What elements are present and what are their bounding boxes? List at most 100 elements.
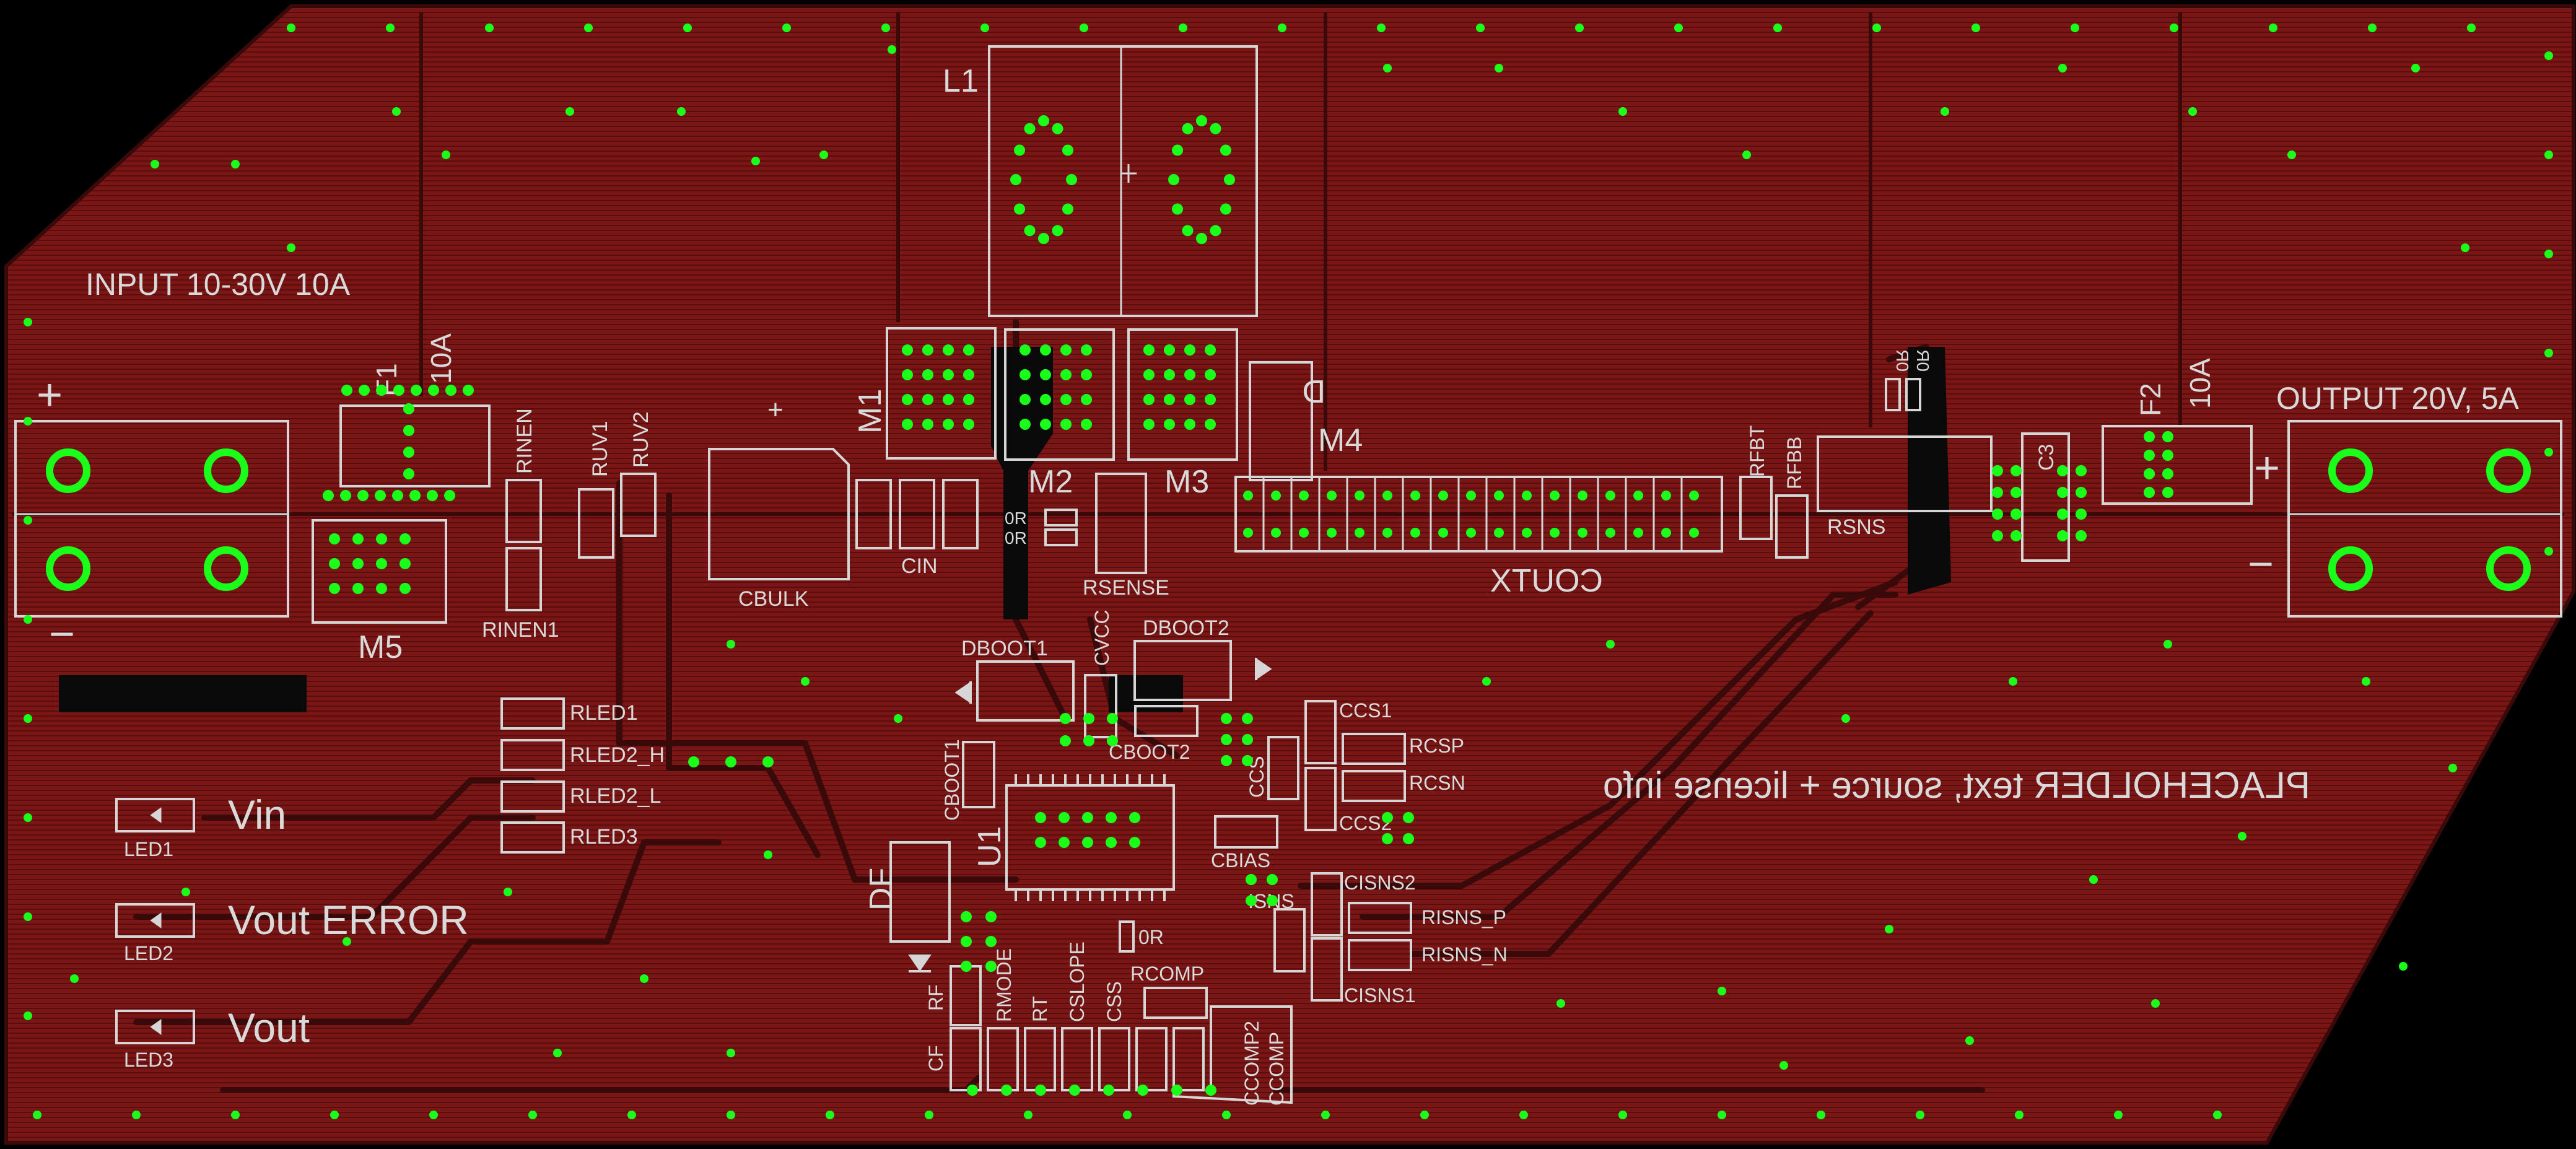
via <box>1143 394 1155 405</box>
via <box>24 516 32 525</box>
capacitor-cboot1[interactable] <box>962 741 995 808</box>
inductor-l1[interactable] <box>988 45 1258 317</box>
resistor-rfbt[interactable] <box>1739 476 1773 540</box>
via <box>323 490 334 501</box>
resistor-rfbb[interactable] <box>1775 494 1809 559</box>
diode-dboot2[interactable] <box>1133 640 1232 701</box>
jumper-0r-e[interactable] <box>1119 920 1135 953</box>
via <box>70 974 79 983</box>
via <box>1024 225 1036 237</box>
capacitor-c3[interactable] <box>2021 432 2070 562</box>
rinen1-label: RINEN1 <box>482 618 559 642</box>
capacitor-cin[interactable] <box>855 479 979 549</box>
capacitor-cf[interactable] <box>950 1027 982 1091</box>
resistor-rcsp[interactable] <box>1342 733 1406 765</box>
via <box>1773 24 1782 32</box>
jumper-0r-c[interactable] <box>1885 378 1901 411</box>
via <box>1040 344 1051 356</box>
resistor-isns[interactable] <box>1273 908 1306 972</box>
capacitor-bank-coutx[interactable] <box>1234 476 1723 553</box>
via <box>1618 107 1627 116</box>
via <box>341 385 352 396</box>
ccomp2-label: CCOMP2 <box>1241 1021 1263 1106</box>
output-terminal[interactable] <box>2287 420 2562 618</box>
via <box>1494 528 1504 538</box>
fuse-f1[interactable] <box>339 404 491 487</box>
via <box>33 1111 41 1119</box>
mosfet-m5[interactable] <box>312 519 447 624</box>
fuse-f2[interactable] <box>2102 425 2253 505</box>
capacitor-cboot2[interactable] <box>1134 705 1198 737</box>
capacitor-cbulk[interactable] <box>708 448 850 580</box>
resistor-rled3[interactable] <box>500 821 565 854</box>
jumper-0r-b[interactable] <box>1044 528 1078 546</box>
mosfet-m4[interactable] <box>1249 361 1313 481</box>
via <box>943 419 954 430</box>
resistor-rinen[interactable] <box>505 479 542 543</box>
via <box>2544 448 2553 457</box>
resistor-rled2-h[interactable] <box>500 739 565 771</box>
capacitor-ccs[interactable] <box>1267 736 1299 800</box>
resistor-rsense[interactable] <box>1095 473 1147 574</box>
via <box>1106 837 1117 848</box>
capacitor-cisns1[interactable] <box>1311 937 1343 1002</box>
via <box>1106 812 1117 823</box>
via <box>943 369 954 380</box>
led-led1[interactable] <box>115 798 195 832</box>
via <box>376 558 387 569</box>
diode-dboot1[interactable] <box>976 660 1075 722</box>
cisns1-label: CISNS1 <box>1344 984 1416 1007</box>
f2-rating: 10A <box>2184 358 2216 409</box>
jumper-0r-a[interactable] <box>1044 509 1078 526</box>
via <box>1137 1085 1148 1096</box>
via <box>1171 1085 1182 1096</box>
resistor-ruv1[interactable] <box>578 488 614 559</box>
mosfet-m3[interactable] <box>1127 328 1238 461</box>
via <box>403 447 414 458</box>
jumper-0r-d[interactable] <box>1905 378 1921 411</box>
via <box>1205 369 1216 380</box>
diode-df[interactable] <box>889 841 951 943</box>
led-led3[interactable] <box>115 1010 195 1044</box>
resistor-rcomp[interactable] <box>1143 987 1208 1019</box>
via <box>2162 450 2173 461</box>
resistor-risns-p[interactable] <box>1348 902 1412 934</box>
cvcc-label: CVCC <box>1091 609 1113 666</box>
resistor-rinen1[interactable] <box>505 547 542 611</box>
via <box>2163 640 2172 649</box>
m4-label: M4 <box>1318 422 1363 458</box>
capacitor-ccs2[interactable] <box>1304 767 1337 831</box>
capacitor-ccomp-a[interactable] <box>1135 1027 1168 1091</box>
resistor-rled2-l[interactable] <box>500 780 565 813</box>
capacitor-cbias[interactable] <box>1214 815 1278 849</box>
via <box>1196 233 1207 244</box>
via <box>399 558 411 569</box>
via <box>231 160 240 168</box>
capacitor-cvcc[interactable] <box>1084 674 1117 738</box>
via <box>1220 144 1231 156</box>
via <box>727 640 735 649</box>
input-terminal[interactable] <box>14 420 289 618</box>
via <box>1605 491 1615 500</box>
capacitor-ccs1[interactable] <box>1304 700 1337 764</box>
via <box>231 1111 240 1119</box>
via <box>1355 528 1364 538</box>
via <box>1164 394 1175 405</box>
via <box>1242 734 1253 745</box>
capacitor-cisns2[interactable] <box>1311 872 1343 937</box>
via <box>2076 530 2087 541</box>
resistor-rcsn[interactable] <box>1342 770 1406 802</box>
via <box>1019 419 1031 430</box>
led-led2[interactable] <box>115 903 195 938</box>
resistor-ruv2[interactable] <box>620 473 657 537</box>
mosfet-m1[interactable] <box>886 327 997 460</box>
capacitor-ccomp-b[interactable] <box>1172 1027 1205 1091</box>
resistor-risns-n[interactable] <box>1348 939 1412 971</box>
via <box>2461 243 2469 252</box>
via <box>1605 528 1615 538</box>
via <box>1010 174 1021 185</box>
mosfet-m2[interactable] <box>1004 328 1115 461</box>
via <box>1618 1111 1627 1119</box>
resistor-rled1[interactable] <box>500 697 565 730</box>
resistor-rsns[interactable] <box>1817 435 1993 512</box>
